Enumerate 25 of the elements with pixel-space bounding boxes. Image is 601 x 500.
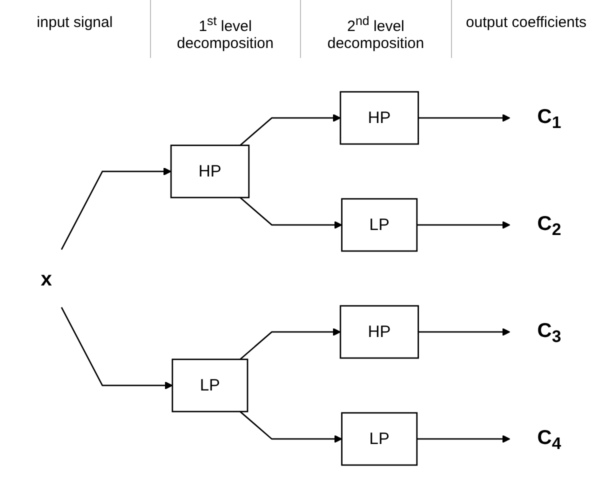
column-heading: 2$^{nd}$ level decomposition xyxy=(300,0,450,58)
arrow xyxy=(416,220,510,229)
arrow xyxy=(239,113,340,146)
arrow xyxy=(418,327,510,336)
arrow xyxy=(60,306,172,390)
node-text: C$_{3}$ xyxy=(536,318,561,346)
node-box: LP xyxy=(340,198,418,252)
arrow xyxy=(418,113,510,122)
node-box: HP xyxy=(339,304,418,358)
node-text: C$_{2}$ xyxy=(536,211,561,238)
column-heading: input signal xyxy=(36,13,114,33)
arrow xyxy=(60,166,171,250)
arrow xyxy=(416,434,510,443)
column-heading: 1$^{st}$ level decomposition xyxy=(150,0,300,58)
node-text: x xyxy=(40,266,52,290)
node-box: HP xyxy=(339,90,418,144)
node-box: LP xyxy=(171,358,248,412)
arrow xyxy=(239,327,340,360)
node-box: LP xyxy=(340,412,418,466)
node-box: HP xyxy=(170,144,250,198)
column-heading: output coefficients xyxy=(450,0,601,58)
arrow xyxy=(239,410,342,443)
node-text: C$_{1}$ xyxy=(536,104,561,132)
arrow xyxy=(239,196,342,229)
node-text: C$_{4}$ xyxy=(536,425,561,452)
